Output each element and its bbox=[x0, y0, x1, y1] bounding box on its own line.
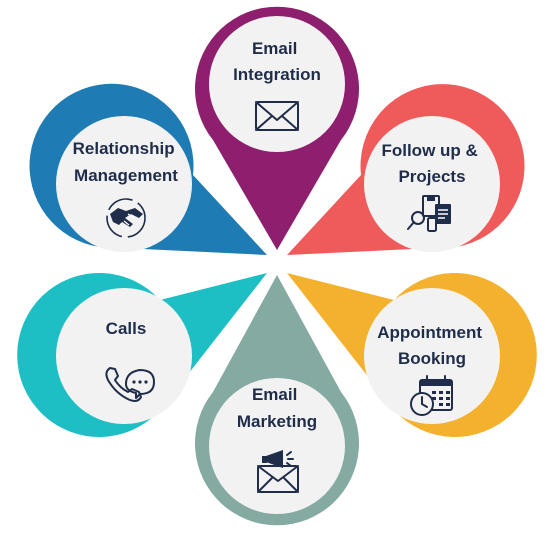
petal-appointment-booking-label: Appointment Booking bbox=[377, 323, 487, 368]
documents-search-icon bbox=[407, 195, 451, 232]
petal-calls: Calls bbox=[17, 273, 267, 437]
petal-follow-up-projects-line-2: Projects bbox=[398, 167, 465, 186]
petal-appointment-booking-circle bbox=[364, 288, 500, 424]
petal-email-integration-label: Email Integration bbox=[233, 39, 321, 84]
petal-follow-up-projects-label: Follow up & Projects bbox=[381, 141, 482, 186]
petal-follow-up-projects-line-1: Follow up & bbox=[381, 141, 477, 160]
petal-email-marketing: Email Marketing bbox=[195, 275, 360, 526]
petal-calls-circle bbox=[56, 288, 192, 424]
petal-calls-label: Calls bbox=[106, 319, 147, 338]
petal-relationship-management-line-2: Management bbox=[74, 166, 178, 185]
petal-calls-line-1: Calls bbox=[106, 319, 147, 338]
petal-appointment-booking: Appointment Booking bbox=[287, 273, 537, 438]
petal-email-marketing-label: Email Marketing bbox=[237, 385, 317, 431]
petal-follow-up-projects-circle bbox=[364, 116, 500, 252]
petal-email-marketing-line-1: Email bbox=[252, 385, 297, 404]
petal-appointment-booking-line-1: Appointment bbox=[377, 323, 482, 342]
petal-email-integration: Email Integration bbox=[195, 6, 360, 251]
megaphone-envelope-icon bbox=[257, 450, 299, 493]
petal-email-marketing-circle bbox=[209, 378, 345, 514]
petal-relationship-management: Relationship Management bbox=[29, 83, 268, 255]
petal-email-marketing-line-2: Marketing bbox=[237, 412, 317, 431]
petal-email-integration-line-1: Email bbox=[252, 39, 297, 58]
handshake-icon bbox=[106, 198, 146, 238]
petal-email-integration-circle bbox=[209, 16, 345, 152]
petal-relationship-management-label: Relationship Management bbox=[73, 139, 180, 185]
petal-relationship-management-line-1: Relationship bbox=[73, 139, 175, 158]
petal-email-integration-line-2: Integration bbox=[233, 65, 321, 84]
calendar-clock-icon bbox=[410, 375, 453, 416]
petal-appointment-booking-line-2: Booking bbox=[398, 349, 466, 368]
petal-follow-up-projects: Follow up & Projects bbox=[287, 84, 525, 256]
petal-relationship-management-circle bbox=[56, 116, 192, 252]
envelope-icon bbox=[255, 101, 299, 131]
phone-chat-icon bbox=[105, 367, 155, 402]
